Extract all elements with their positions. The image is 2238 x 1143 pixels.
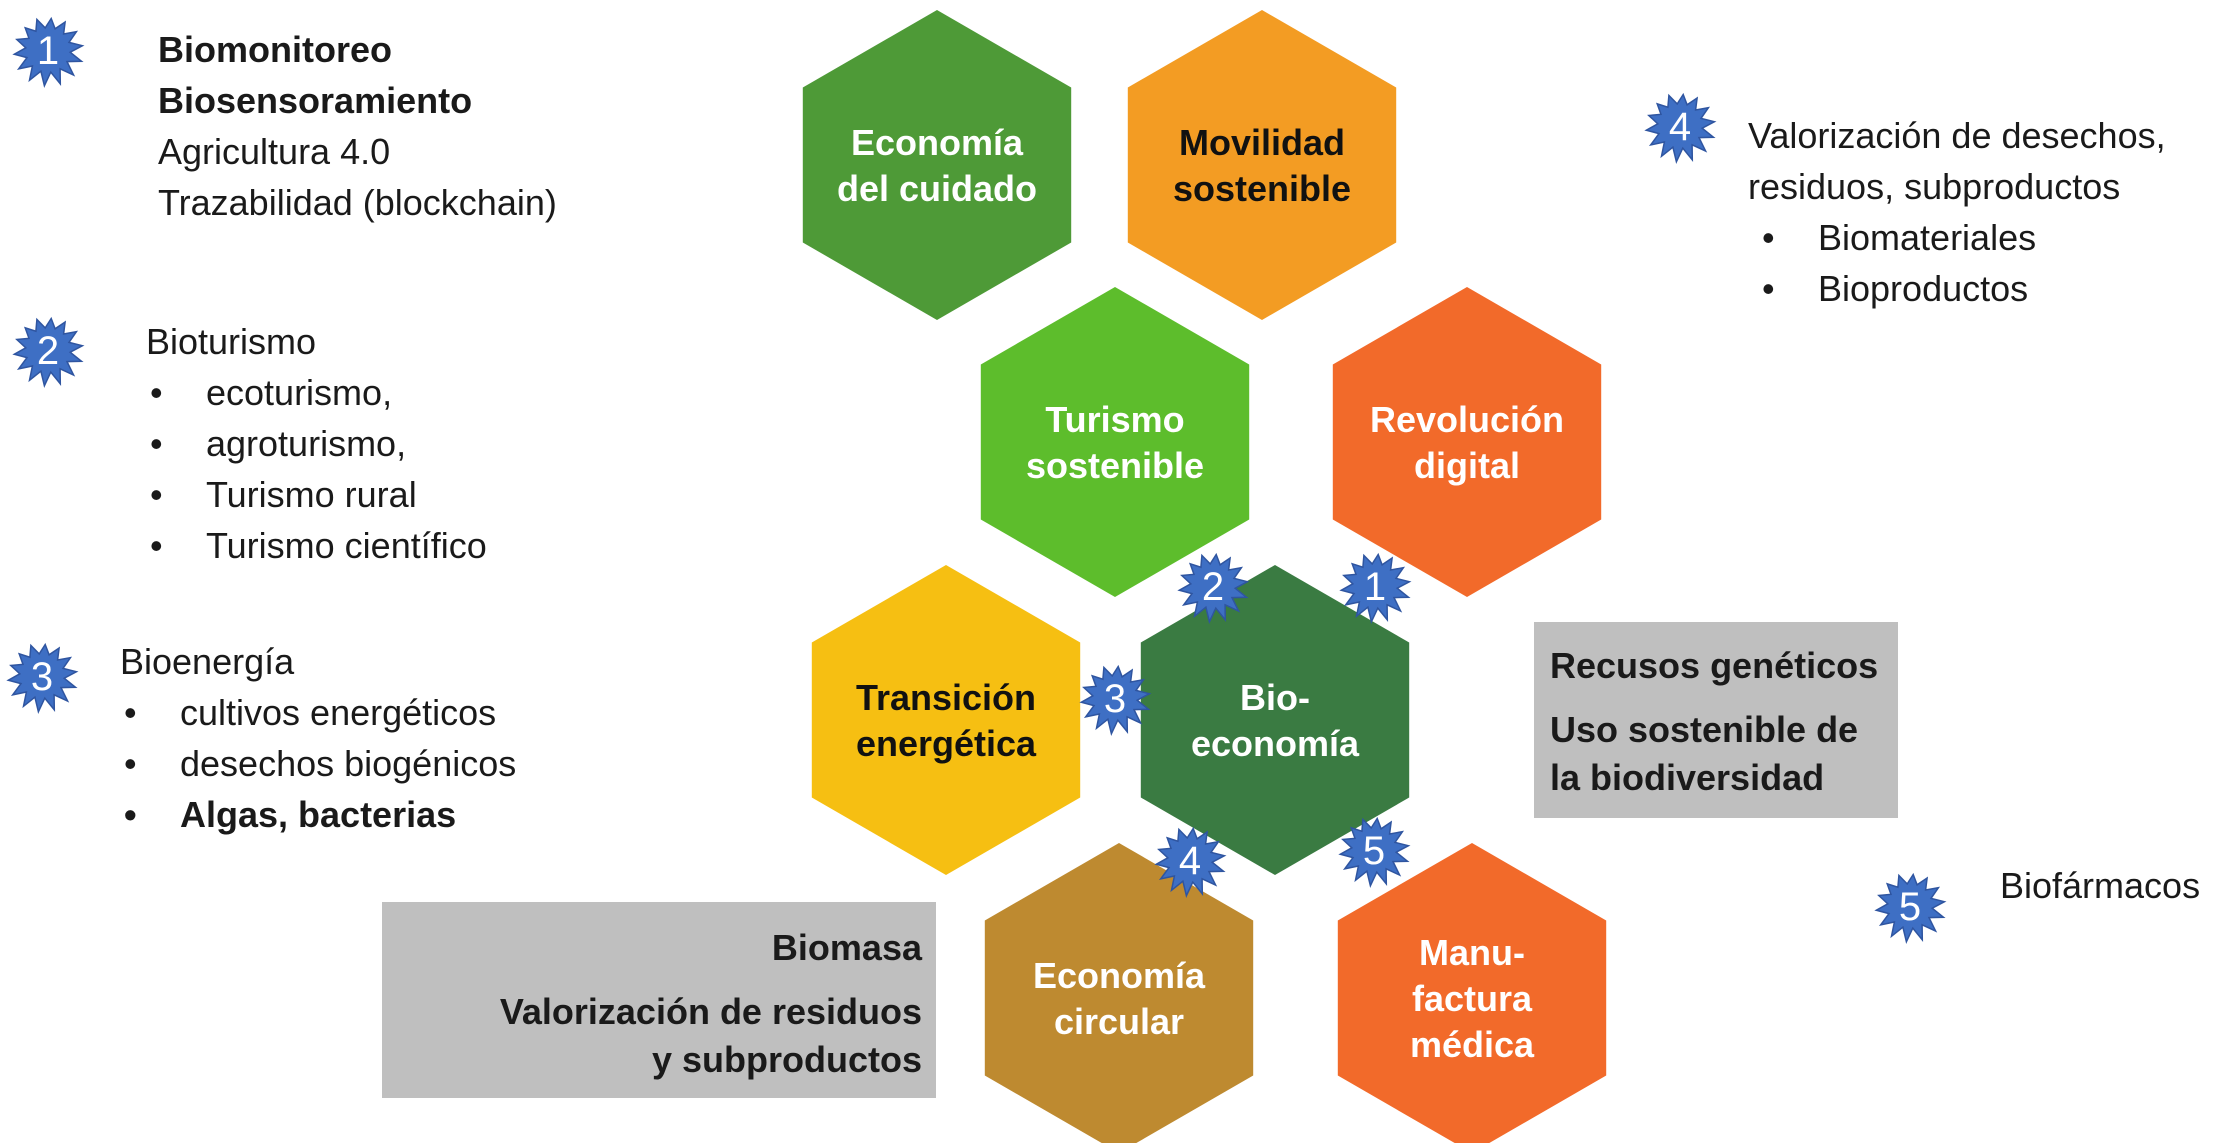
hexagon-shape	[811, 565, 1081, 875]
hexagon-label: Economía	[1033, 955, 1206, 996]
hexagon-label: Turismo	[1045, 399, 1184, 440]
hexagon-label: médica	[1410, 1024, 1535, 1065]
hexagon-label: economía	[1191, 723, 1360, 764]
list-item: Bioproductos	[1758, 263, 2166, 314]
hexagon-movilidad: Movilidad sostenible	[1127, 10, 1397, 320]
star-number: 3	[31, 655, 53, 699]
star-number: 1	[37, 29, 59, 73]
hexagon-shape	[802, 10, 1072, 320]
hexagon-manufactura: Manu-factura médica	[1337, 843, 1607, 1143]
hexagon-shape	[1337, 843, 1607, 1143]
hexagon-label: Movilidad	[1179, 122, 1345, 163]
box-left-line-3: y subproductos	[651, 1039, 922, 1080]
star-number: 2	[37, 329, 59, 373]
list-item: Biomateriales	[1758, 212, 2166, 263]
hexagon-label: Manu-	[1419, 932, 1525, 973]
panel-5: Biofármacos	[2000, 860, 2200, 911]
panel-4-line-1: Valorización de desechos,	[1748, 115, 2166, 156]
list-item: desechos biogénicos	[120, 738, 516, 789]
list-item: Turismo rural	[146, 469, 487, 520]
panel-1-line-1: Biomonitoreo	[158, 29, 392, 70]
star-number: 3	[1104, 677, 1126, 721]
star-number: 5	[1899, 885, 1921, 929]
list-item: ecoturismo,	[146, 367, 487, 418]
star-badge-icon: 4	[1644, 92, 1717, 164]
panel-1-line-3: Agricultura 4.0	[158, 131, 391, 172]
panel-5-text: Biofármacos	[2000, 865, 2201, 906]
list-item: agroturismo,	[146, 418, 487, 469]
panel-2-list: ecoturismo, agroturismo, Turismo rural T…	[146, 367, 487, 571]
panel-4-line-2: residuos, subproductos	[1748, 166, 2121, 207]
hexagon-label: Bio-	[1240, 677, 1310, 718]
box-left-line-1: Biomasa	[771, 927, 922, 968]
hexagon-transicion: Transición energética	[811, 565, 1081, 875]
box-right-line-3: la biodiversidad	[1550, 757, 1825, 798]
star-badge-icon: 1	[12, 16, 85, 88]
star-badge-icon: 3	[6, 642, 79, 714]
list-item: Algas, bacterias	[120, 789, 516, 840]
star-number: 2	[1202, 565, 1224, 609]
hexagon-label: circular	[1054, 1001, 1184, 1042]
box-right-line-2: Uso sostenible de	[1550, 709, 1859, 750]
hexagon-shape	[980, 287, 1250, 597]
hexagon-label: Revolución	[1370, 399, 1564, 440]
list-item: Turismo científico	[146, 520, 487, 571]
box-right-line-1: Recusos genéticos	[1550, 645, 1879, 686]
box-left-line-2: Valorización de residuos	[499, 991, 922, 1032]
hexagon-label: digital	[1414, 445, 1520, 486]
panel-4-list: Biomateriales Bioproductos	[1758, 212, 2166, 314]
genetic-resources-box: Recusos genéticos Uso sostenible de la b…	[1534, 622, 1898, 818]
hexagon-label: Transición	[856, 677, 1036, 718]
hexagon-turismo: Turismo sostenible	[980, 287, 1250, 597]
hexagon-bioeconomia: Bio-economía	[1140, 565, 1410, 875]
panel-1-line-4: Trazabilidad (blockchain)	[158, 182, 557, 223]
star-number: 5	[1363, 829, 1385, 873]
hexagon-shape	[1332, 287, 1602, 597]
star-number: 1	[1364, 565, 1386, 609]
list-item: cultivos energéticos	[120, 687, 516, 738]
panel-2-title: Bioturismo	[146, 321, 317, 362]
star-badge-icon: 3	[1079, 664, 1152, 736]
hexagon-economia-cuidado: Economía del cuidado	[802, 10, 1072, 320]
panel-3: Bioenergía cultivos energéticos desechos…	[120, 636, 516, 840]
star-badge-icon: 1	[1339, 552, 1412, 624]
panel-4: Valorización de desechos, residuos, subp…	[1748, 110, 2166, 314]
star-number: 4	[1179, 839, 1201, 883]
hexagon-label: Economía	[851, 122, 1024, 163]
star-number: 4	[1669, 105, 1691, 149]
hexagon-label: sostenible	[1026, 445, 1204, 486]
panel-1: Biomonitoreo Biosensoramiento Agricultur…	[158, 24, 557, 228]
hexagon-label: energética	[856, 723, 1037, 764]
panel-2: Bioturismo ecoturismo, agroturismo, Turi…	[146, 316, 487, 571]
hexagon-revolucion: Revolución digital	[1332, 287, 1602, 597]
hexagon-economia-circular: Economía circular	[984, 843, 1254, 1143]
hexagon-shape	[984, 843, 1254, 1143]
panel-3-list: cultivos energéticos desechos biogénicos…	[120, 687, 516, 840]
star-badge-icon: 5	[1874, 872, 1947, 944]
star-badge-icon: 4	[1154, 826, 1227, 898]
star-badge-icon: 2	[1177, 552, 1250, 624]
hexagon-shape	[1140, 565, 1410, 875]
hexagon-label: del cuidado	[837, 168, 1037, 209]
biomass-box: Biomasa Valorización de residuos y subpr…	[382, 902, 936, 1098]
panel-3-title: Bioenergía	[120, 641, 295, 682]
star-badge-icon: 2	[12, 316, 85, 388]
star-badge-icon: 5	[1338, 816, 1411, 888]
panel-1-line-2: Biosensoramiento	[158, 80, 473, 121]
hexagon-label: sostenible	[1173, 168, 1351, 209]
hexagon-shape	[1127, 10, 1397, 320]
hexagon-label: factura	[1412, 978, 1533, 1019]
